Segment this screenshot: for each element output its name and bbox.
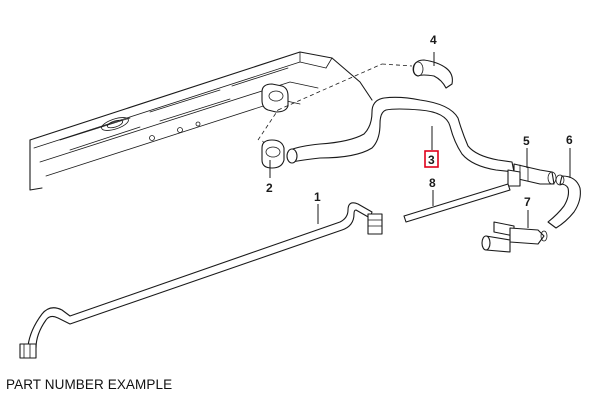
callout-8: 8 [429,176,436,206]
callout-3-label: 3 [428,153,435,167]
callout-5-label: 5 [523,134,530,148]
callout-2-label: 2 [266,181,273,195]
part-8-rod [403,183,511,223]
callout-4-label: 4 [430,33,437,47]
callout-7-label: 7 [524,195,531,209]
callout-5: 5 [523,134,530,168]
part-5-connector [507,163,557,187]
callout-6: 6 [566,133,573,178]
callout-1-label: 1 [314,190,321,204]
valve-cover [29,51,373,191]
part-2-grommet [261,139,285,169]
part-4-elbow-hose [412,59,453,89]
callout-6-label: 6 [566,133,573,147]
callout-1: 1 [314,190,321,224]
callout-3-highlight-box [424,150,439,168]
part-1-pipe [19,202,383,359]
callout-2: 2 [266,160,273,195]
callout-8-label: 8 [429,176,436,190]
part-3-breather-hose [286,96,515,173]
callout-3: 3 [424,126,439,168]
valve-cover-port [261,83,289,113]
caption-text: PART NUMBER EXAMPLE [6,377,173,392]
part-7-valve [481,221,548,253]
part-6-hose [547,174,581,229]
callout-4: 4 [430,33,437,66]
callout-7: 7 [524,195,531,228]
